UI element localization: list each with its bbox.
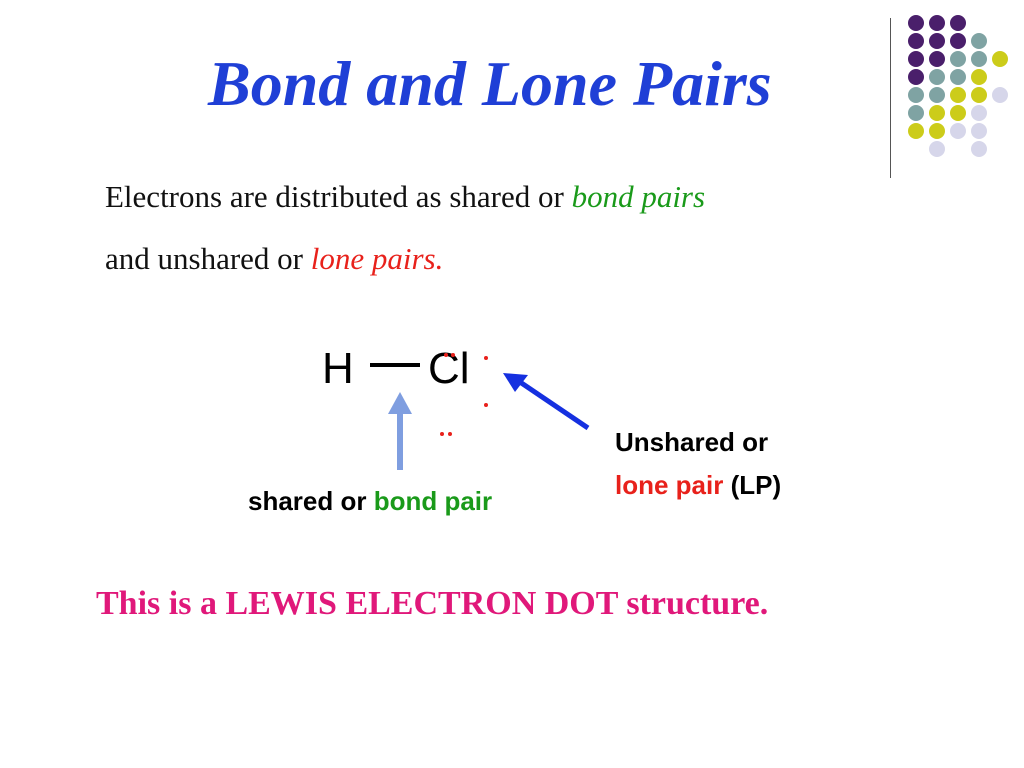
decorative-dot (971, 33, 987, 49)
lone-pairs-term: lone pairs. (310, 241, 444, 276)
decorative-dot (908, 69, 924, 85)
title-divider-line (890, 18, 891, 178)
decorative-dot (950, 51, 966, 67)
bond-pairs-term: bond pairs (571, 179, 706, 214)
decorative-dot (929, 105, 945, 121)
decorative-dot (950, 87, 966, 103)
decorative-dot-grid (0, 0, 1024, 200)
decorative-dot (908, 123, 924, 139)
decorative-dot (971, 123, 987, 139)
body-line-1-text: Electrons are distributed as shared or (105, 179, 572, 214)
decorative-dot (908, 105, 924, 121)
shared-pair-label-text: shared or (248, 486, 374, 516)
decorative-dot (929, 33, 945, 49)
decorative-dot (992, 51, 1008, 67)
decorative-dot (929, 87, 945, 103)
lone-pair-abbrev: (LP) (723, 470, 782, 500)
decorative-dot (971, 69, 987, 85)
lone-pair-arrow (503, 373, 590, 431)
decorative-dot (950, 15, 966, 31)
body-line-2: and unshared or lone pairs. (105, 243, 443, 274)
decorative-dot (971, 51, 987, 67)
decorative-dot (971, 105, 987, 121)
decorative-dot (950, 123, 966, 139)
decorative-dot (971, 87, 987, 103)
lone-pair-term: lone pair (615, 470, 724, 500)
lewis-structure-note: This is a LEWIS ELECTRON DOT structure. (96, 585, 769, 622)
bond-pair-arrow (388, 392, 412, 470)
decorative-dot (908, 33, 924, 49)
slide-title: Bond and Lone Pairs (208, 48, 772, 119)
decorative-dot (908, 15, 924, 31)
body-line-2-text: and unshared or (105, 241, 311, 276)
decorative-dot (950, 105, 966, 121)
atom-hydrogen: H (322, 344, 354, 393)
decorative-dot (971, 141, 987, 157)
decorative-dot (929, 141, 945, 157)
decorative-dot (950, 33, 966, 49)
bond-pair-term: bond pair (373, 486, 493, 516)
lone-pair-label-line-2: lone pair (LP) (615, 472, 781, 498)
covalent-bond-line (370, 363, 420, 367)
lone-pair-label-line-1: Unshared or (615, 427, 769, 457)
decorative-dot (929, 51, 945, 67)
decorative-dot (992, 87, 1008, 103)
decorative-dot (929, 15, 945, 31)
body-line-1: Electrons are distributed as shared or b… (105, 181, 705, 212)
decorative-dot (908, 87, 924, 103)
decorative-dot (929, 69, 945, 85)
decorative-dot (929, 123, 945, 139)
decorative-dot (950, 69, 966, 85)
atom-chlorine: Cl (428, 344, 470, 393)
shared-pair-label: shared or bond pair (248, 488, 492, 514)
decorative-dot (908, 51, 924, 67)
